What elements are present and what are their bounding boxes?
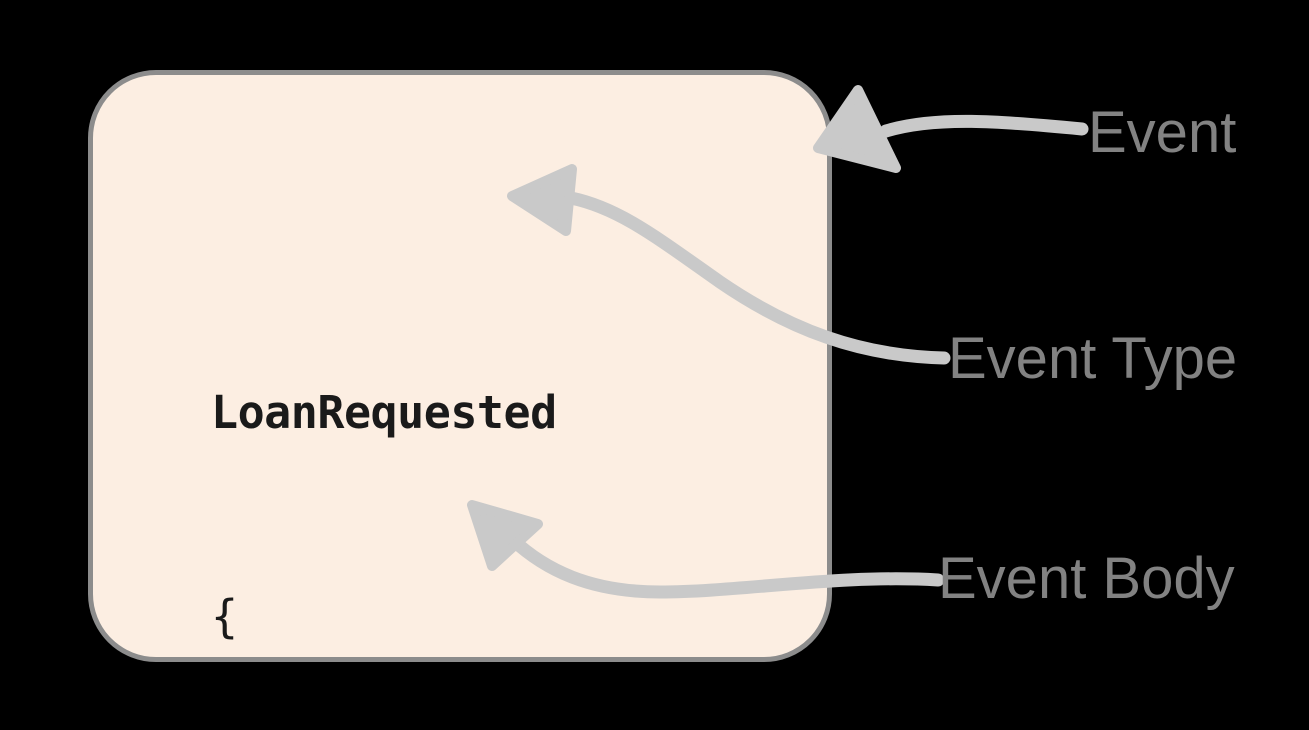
event-arrow bbox=[813, 85, 1089, 173]
event-card: LoanRequested { id: 123, amount: 100, bo… bbox=[88, 70, 832, 662]
event-code-block: LoanRequested { id: 123, amount: 100, bo… bbox=[211, 243, 834, 730]
annotation-label-event-type: Event Type bbox=[948, 326, 1238, 391]
code-line-event-type: LoanRequested bbox=[211, 386, 557, 439]
code-line-open-brace: { bbox=[211, 590, 239, 643]
event-type-arrow bbox=[507, 164, 951, 365]
annotation-label-event: Event bbox=[1088, 100, 1237, 165]
annotation-label-event-body: Event Body bbox=[938, 546, 1235, 611]
event-body-arrow bbox=[467, 500, 945, 599]
